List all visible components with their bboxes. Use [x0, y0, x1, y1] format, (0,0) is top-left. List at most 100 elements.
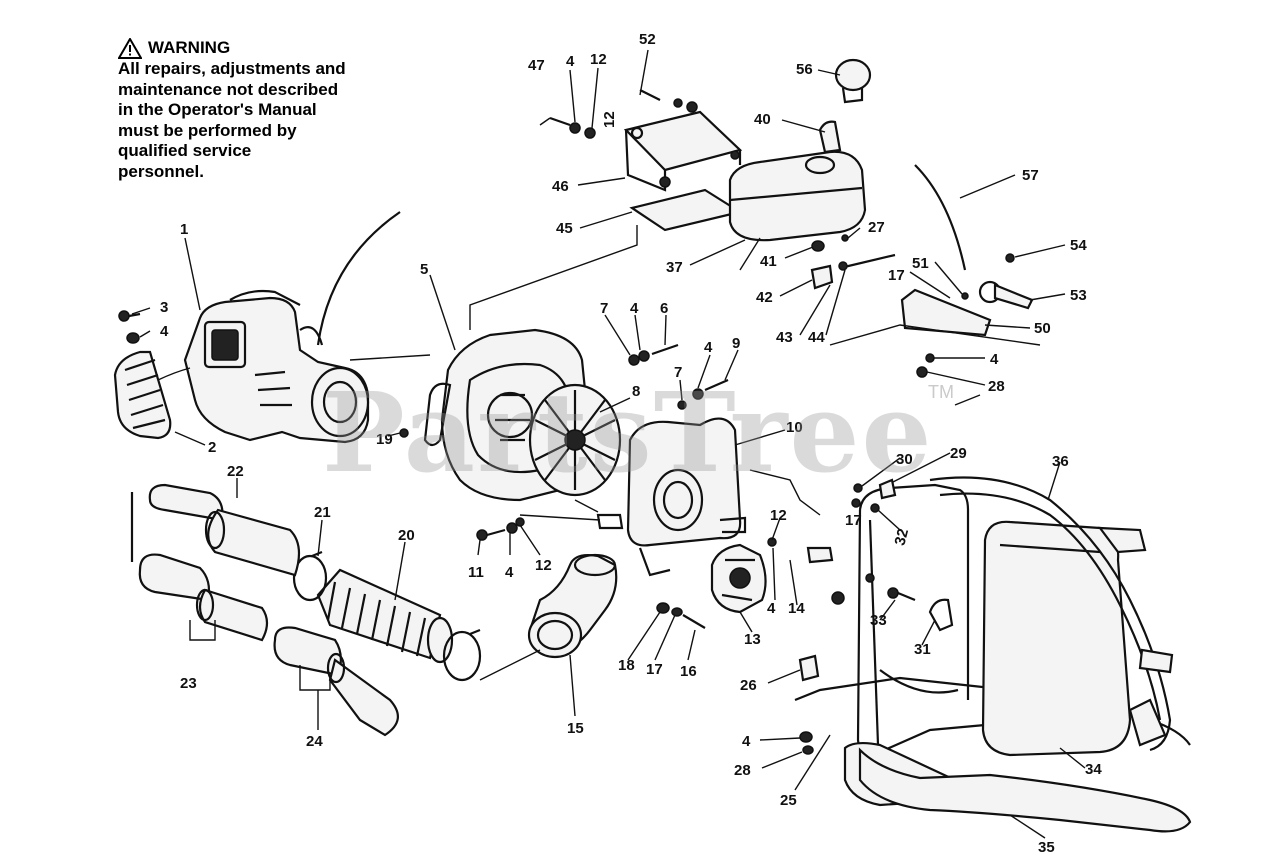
fuel-cap	[834, 58, 872, 104]
warning-title: WARNING	[148, 38, 231, 58]
callout-27: 27	[868, 219, 885, 236]
callout-56: 56	[796, 61, 813, 78]
callout-17: 17	[888, 267, 905, 284]
callout-51: 51	[912, 255, 929, 272]
hardware-6-7-9	[628, 343, 729, 410]
washer-4-engine	[126, 332, 140, 344]
hardware-26	[798, 654, 820, 755]
callout-19: 19	[376, 431, 393, 448]
callout-4-fan: 4	[630, 300, 639, 317]
callout-46: 46	[552, 178, 569, 195]
callout-26: 26	[740, 677, 757, 694]
shoulder-strap	[929, 476, 1174, 752]
callout-4-frame: 4	[742, 733, 751, 750]
callout-15: 15	[567, 720, 584, 737]
callout-16: 16	[680, 663, 697, 680]
flex-tube	[316, 568, 454, 664]
callout-7-housing: 7	[674, 364, 682, 381]
callout-50: 50	[1034, 320, 1051, 337]
callout-44: 44	[808, 329, 825, 346]
fuel-line-fittings	[810, 234, 896, 290]
callout-22: 22	[227, 463, 244, 480]
callout-1: 1	[180, 221, 188, 238]
callout-28-frame: 28	[734, 762, 751, 779]
belt-strap	[858, 747, 1192, 833]
hardware-29-30-32	[851, 478, 897, 513]
back-pad	[981, 520, 1147, 757]
callout-43: 43	[776, 329, 793, 346]
callout-18: 18	[618, 657, 635, 674]
throttle-cable	[316, 211, 401, 346]
callout-33: 33	[870, 612, 887, 629]
hardware-clamp-31	[928, 598, 954, 632]
warning-line: qualified service	[118, 141, 252, 160]
warning-line: All repairs, adjustments and	[118, 59, 346, 78]
hardware-14	[767, 537, 875, 605]
callout-4-housing: 4	[704, 339, 713, 356]
callout-12-outlet: 12	[535, 557, 552, 574]
callout-9: 9	[732, 335, 740, 352]
fuel-tank	[728, 150, 867, 242]
outlet-elbow	[527, 553, 618, 659]
callout-20: 20	[398, 527, 415, 544]
warning-line: must be performed by	[118, 120, 297, 140]
hardware-11-12	[476, 517, 525, 541]
callout-4-engine: 4	[160, 323, 169, 340]
tube-set-23	[138, 553, 269, 642]
callout-32: 32	[891, 527, 912, 548]
callout-28: 28	[988, 378, 1005, 395]
callout-7: 7	[600, 300, 608, 317]
callout-34: 34	[1085, 761, 1102, 778]
callout-3: 3	[160, 299, 168, 316]
callout-4-outlet: 4	[505, 564, 514, 581]
callout-4-cover: 4	[767, 600, 776, 617]
assembly-guide-lines	[349, 225, 1041, 681]
callout-labels: 52 47 4 12 12 56 40 46 45 37 27 41 42 43…	[160, 31, 1102, 856]
callout-37: 37	[666, 259, 683, 276]
callout-36: 36	[1052, 453, 1069, 470]
hardware-bolt-33	[887, 587, 916, 602]
callout-leaders	[131, 49, 1086, 839]
bracket-46	[623, 110, 743, 232]
callout-10: 10	[786, 419, 803, 436]
engine-assembly	[183, 289, 370, 444]
hardware-19	[399, 428, 409, 438]
hardware-47-4-12	[549, 89, 698, 140]
warning-triangle-icon	[118, 38, 142, 59]
callout-54: 54	[1070, 237, 1087, 254]
callout-23: 23	[180, 675, 197, 692]
air-cover-13	[710, 543, 767, 614]
screw-3	[118, 310, 141, 322]
callout-8: 8	[632, 383, 640, 400]
hardware-28-4	[916, 353, 935, 378]
callout-29: 29	[950, 445, 967, 462]
warning-line: maintenance not described	[118, 79, 339, 99]
muffler-guard	[113, 350, 191, 440]
callout-12-cover: 12	[770, 507, 787, 524]
fuel-filler-neck	[818, 120, 842, 154]
impeller-fan	[528, 383, 622, 497]
callout-12: 12	[590, 51, 607, 68]
callout-41: 41	[760, 253, 777, 270]
throttle-lever-assembly	[900, 164, 1034, 337]
callout-42: 42	[756, 289, 773, 306]
callout-11: 11	[468, 564, 484, 581]
callout-35: 35	[1038, 839, 1055, 856]
warning-line: in the Operator's Manual	[118, 100, 317, 119]
hardware-16-17-18	[656, 602, 706, 629]
warning-notice: WARNING All repairs, adjustments and mai…	[118, 38, 388, 182]
callout-21: 21	[314, 504, 331, 521]
callout-17-bolt: 17	[646, 661, 663, 678]
callout-25: 25	[780, 792, 797, 809]
callout-12-rotated: 12	[601, 111, 618, 128]
callout-57: 57	[1022, 167, 1039, 184]
hose-clamp-21	[292, 550, 328, 602]
hose-clamp-outlet	[442, 628, 482, 682]
callout-30: 30	[896, 451, 913, 468]
blower-housing-front	[596, 417, 747, 577]
callout-6: 6	[660, 300, 668, 317]
callout-4: 4	[566, 53, 575, 70]
callout-45: 45	[556, 220, 573, 237]
callout-17-frame: 17	[845, 512, 862, 529]
